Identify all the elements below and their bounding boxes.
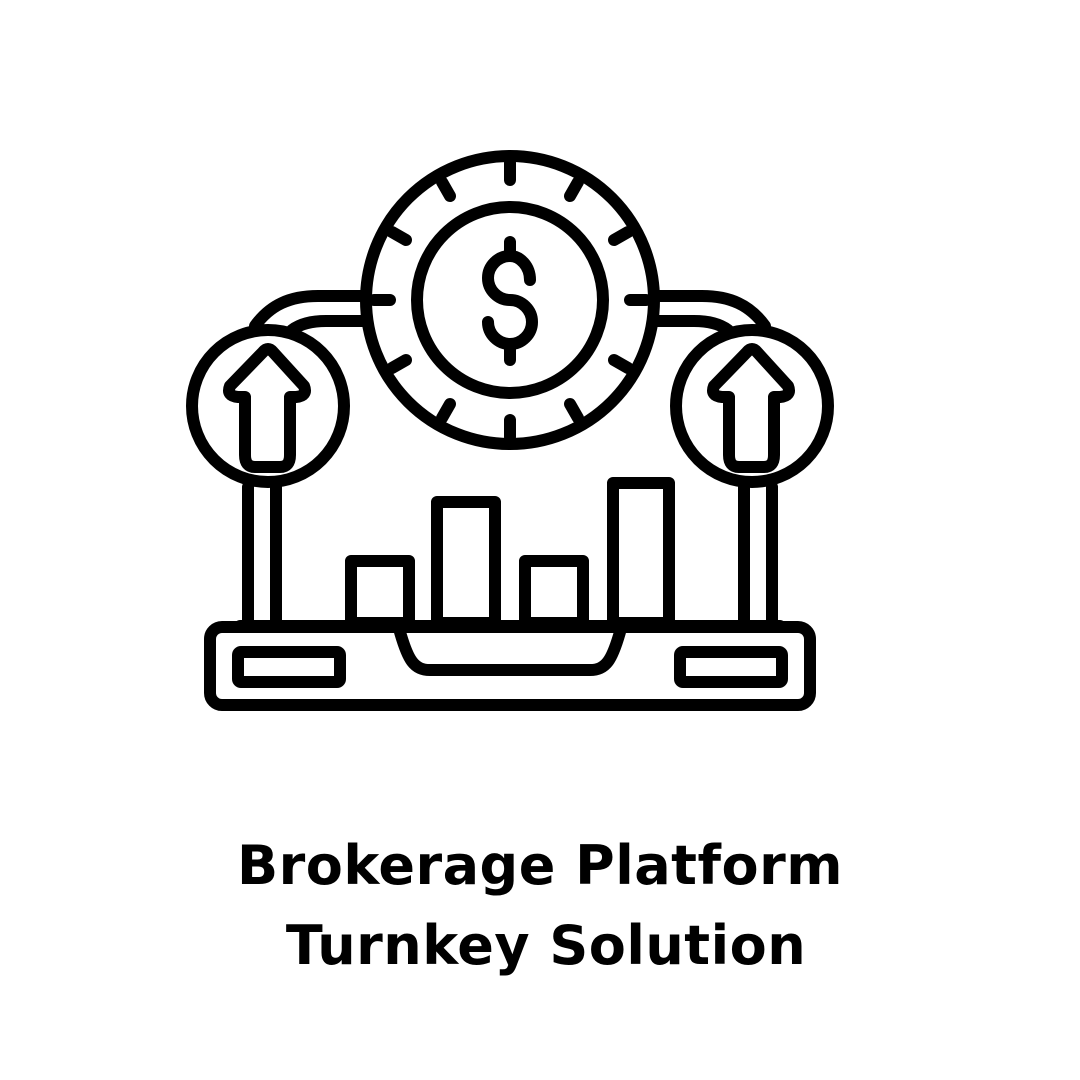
arrow-up-left-icon xyxy=(186,324,350,626)
pipe-right-icon xyxy=(624,290,771,336)
title-line-2: Turnkey Solution xyxy=(285,914,807,977)
arrow-up-right-icon xyxy=(670,324,834,626)
title-line-1: Brokerage Platform xyxy=(237,834,843,897)
bar-chart-icon xyxy=(345,477,675,629)
title: Brokerage Platform Turnkey Solution xyxy=(0,826,1080,986)
pipe-left-icon xyxy=(249,290,396,336)
platform-base-icon xyxy=(204,620,816,711)
dollar-coin-icon xyxy=(360,150,660,450)
dollar-sign-icon xyxy=(482,236,538,366)
